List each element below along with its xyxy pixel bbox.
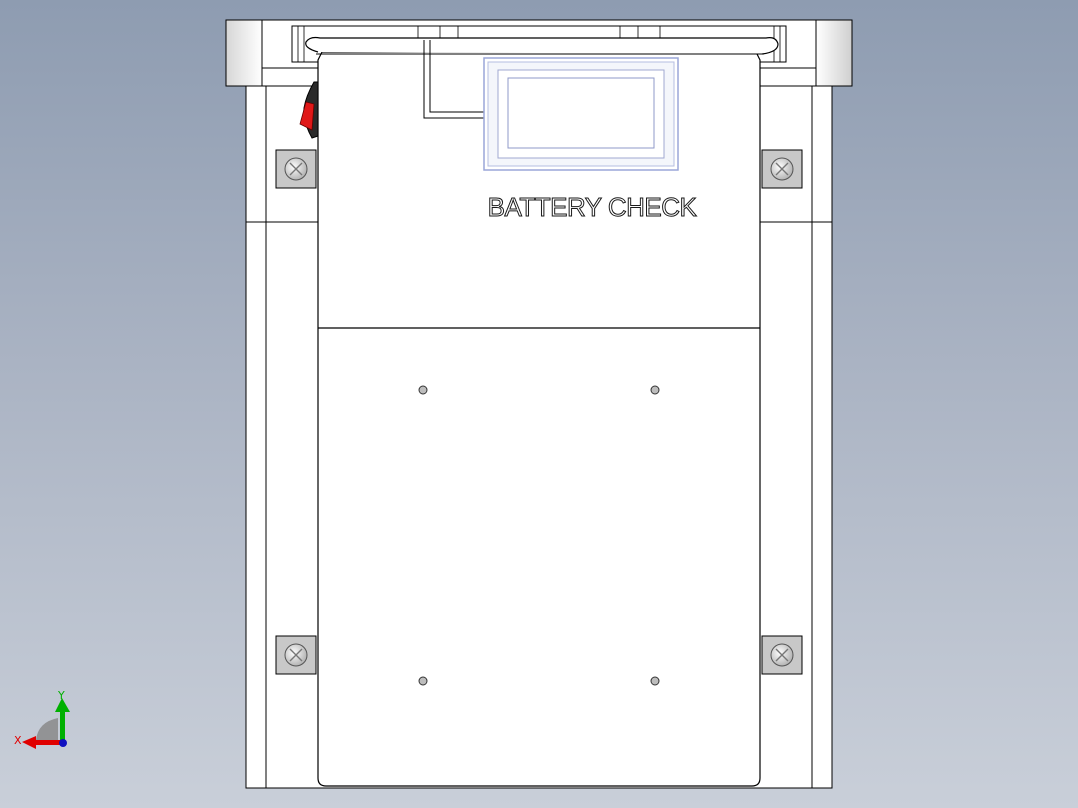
hole-icon [650,385,660,395]
bracket-bottom-right [761,635,803,675]
bracket-top-left [275,149,317,189]
hole-icon [650,676,660,686]
power-switch[interactable] [299,81,319,139]
bracket-bottom-left [275,635,317,675]
x-axis-label: X [14,734,22,747]
hole-icon [418,676,428,686]
bracket-top-right [761,149,803,189]
battery-check-label: BATTERY CHECK [488,192,698,222]
y-axis-arrow-icon [60,708,65,740]
battery-display[interactable] [483,57,679,171]
z-axis-icon [59,739,67,747]
coordinate-triad: Y X [14,689,70,749]
hole-icon [418,385,428,395]
front-panel[interactable] [305,36,779,787]
display-wire [423,40,486,119]
panel-holes [418,385,660,686]
y-axis-label: Y [57,689,65,702]
x-axis-arrow-icon [34,740,62,745]
